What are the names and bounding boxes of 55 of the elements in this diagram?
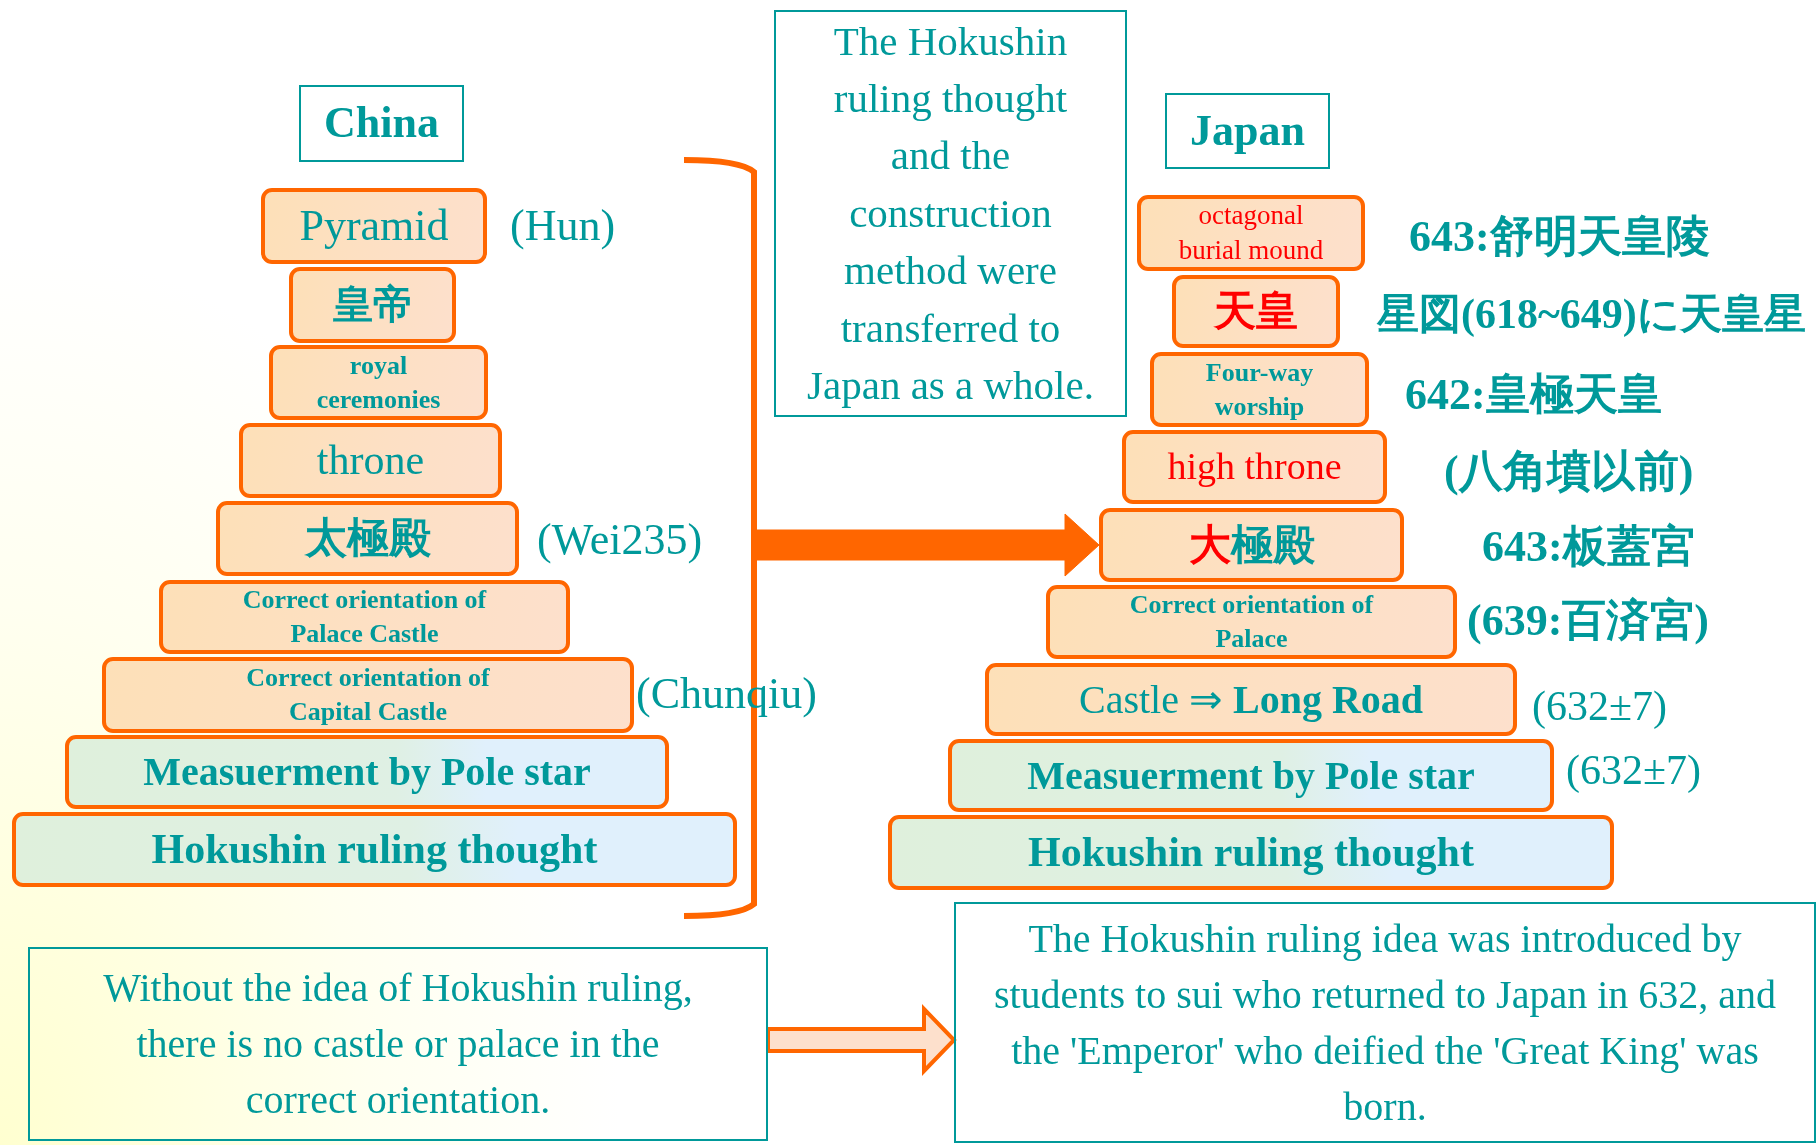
block-arrow [766, 1004, 957, 1076]
layer-label: Measuerment by Pole star [143, 750, 591, 794]
title-box [299, 85, 464, 162]
pyramid-layer [102, 657, 634, 733]
layer-label: Castle ⇒ Long Road [1078, 677, 1423, 722]
pyramid-layer [1137, 195, 1365, 271]
layer-label: 天皇 [1214, 288, 1298, 335]
layer-label: Correct orientation of Palace [1128, 589, 1375, 655]
pyramid-layer [1046, 585, 1457, 659]
annotation-text: 星図(618~649)に天皇星 [1377, 293, 1806, 335]
pyramid-layer [1099, 508, 1404, 582]
layer-label: Hokushin ruling thought [1028, 829, 1474, 876]
title-text: Japan [1190, 106, 1305, 156]
pyramid-layer [216, 501, 519, 576]
pyramid-layer [888, 815, 1614, 890]
title-box [1165, 93, 1330, 169]
pyramid-layer [159, 580, 570, 654]
annotation-text: (八角墳以前) [1444, 450, 1694, 494]
layer-label: royal ceremonies [315, 349, 442, 416]
layer-label: octagonal burial mound [1177, 198, 1325, 267]
layer-label: 皇帝 [332, 283, 413, 327]
pyramid-layer [269, 345, 488, 420]
annotation-text: (Wei235) [537, 518, 703, 562]
annotation-text: 643:舒明天皇陵 [1409, 215, 1710, 259]
text-box [954, 902, 1816, 1143]
title-text: China [324, 99, 439, 148]
pyramid-layer [1172, 275, 1340, 348]
layer-label: Pyramid [299, 201, 449, 251]
layer-label: Four-way worship [1204, 356, 1315, 423]
layer-label: high throne [1167, 446, 1342, 488]
layer-label: Measuerment by Pole star [1027, 753, 1475, 798]
pyramid-layer [239, 423, 502, 498]
pyramid-layer [1150, 352, 1369, 427]
layer-label: 大極殿 [1188, 521, 1315, 569]
pyramid-layer [12, 812, 737, 887]
pyramid-layer [289, 267, 456, 343]
note-text: The Hokushin ruling idea was introduced by students to sui who returned to Japan in 632, and the 'Emperor' who deified the 'Great King' was born. [992, 914, 1778, 1131]
text-box [28, 947, 768, 1141]
pyramid-layer [985, 663, 1517, 736]
note-text: Without the idea of Hokushin ruling, there is no castle or palace in the correct orientation. [102, 964, 694, 1124]
layer-label: 太極殿 [304, 515, 431, 562]
text-box [774, 10, 1127, 417]
annotation-text: (632±7) [1532, 685, 1668, 727]
layer-label: throne [316, 437, 425, 484]
pyramid-layer [261, 188, 487, 264]
layer-label: Correct orientation of Capital Castle [245, 662, 491, 728]
note-text: The Hokushin ruling thought and the construction method were transferred to Japan as a whole. [806, 16, 1095, 410]
annotation-text: (632±7) [1566, 749, 1702, 791]
annotation-text: 642:皇極天皇 [1405, 373, 1662, 417]
layer-label: Correct orientation of Palace Castle [241, 584, 488, 650]
pyramid-layer [948, 739, 1554, 812]
pyramid-layer [1122, 430, 1387, 504]
pyramid-layer [65, 735, 669, 809]
layer-label: Hokushin ruling thought [151, 826, 598, 873]
annotation-text: (Hun) [510, 204, 616, 248]
